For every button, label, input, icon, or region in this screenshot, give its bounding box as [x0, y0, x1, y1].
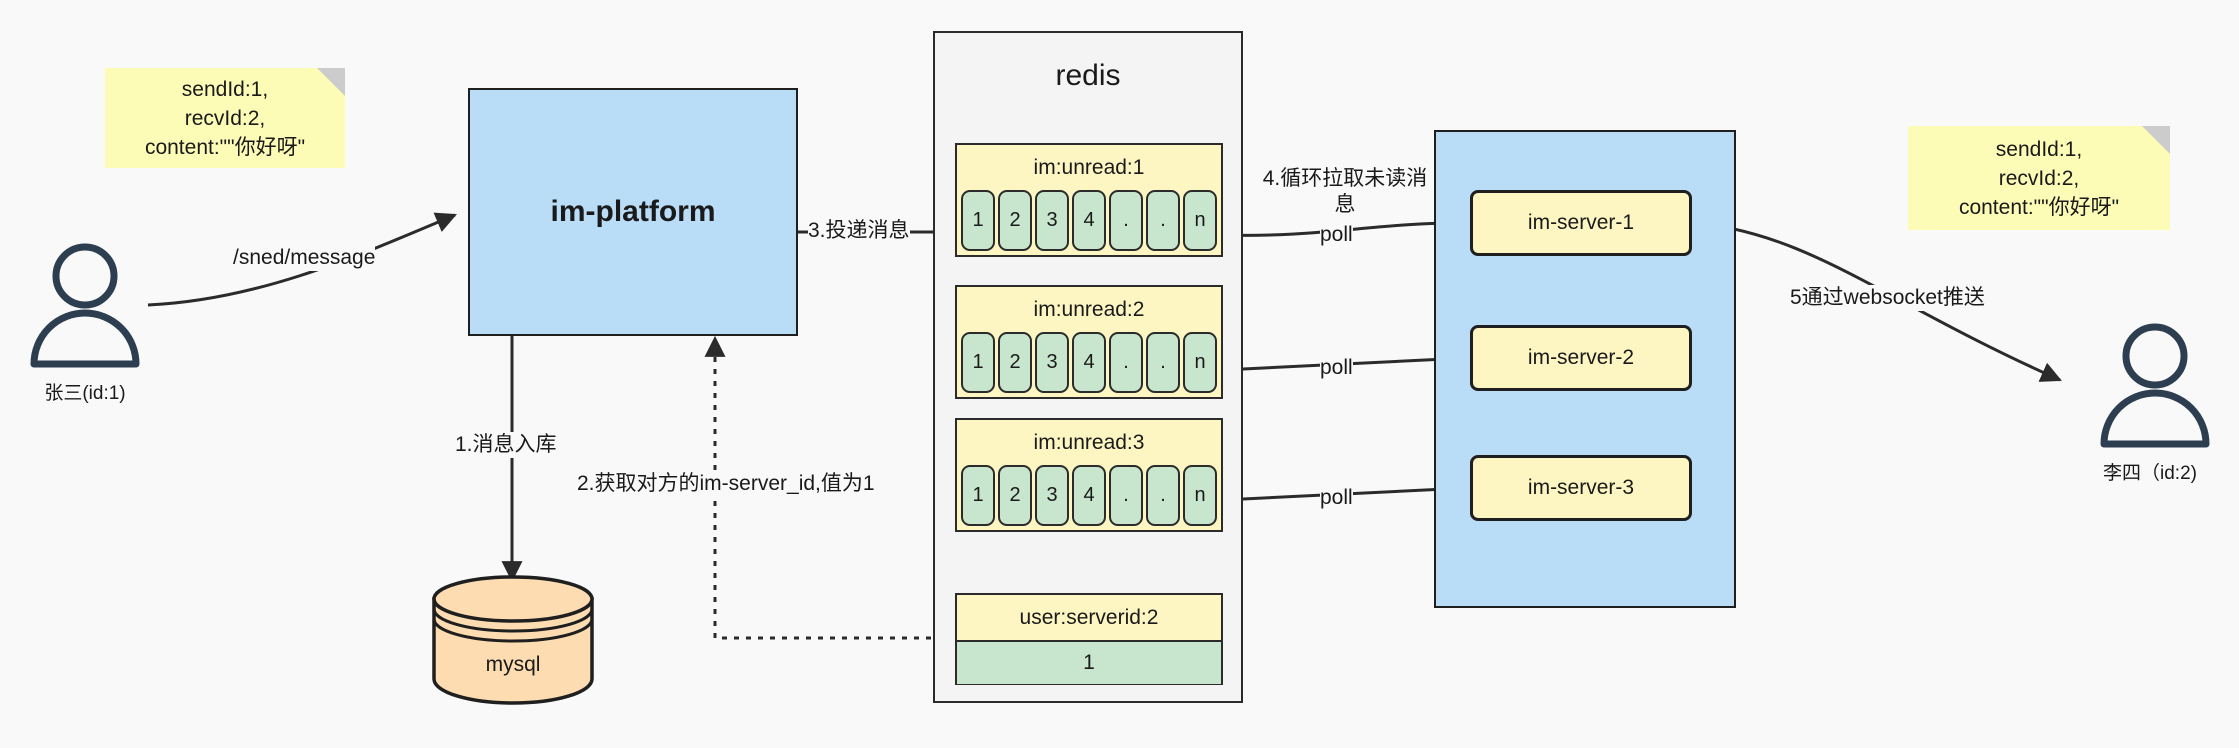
redis-cell[interactable]: 4	[1072, 465, 1106, 526]
redis-cell[interactable]: 4	[1072, 190, 1106, 251]
note-fold-corner	[2142, 126, 2170, 154]
redis-cell[interactable]: n	[1183, 332, 1217, 393]
redis-cell[interactable]: 3	[1035, 465, 1069, 526]
redis-cell[interactable]: 2	[998, 332, 1032, 393]
redis-cell[interactable]: 1	[961, 190, 995, 251]
redis-cell[interactable]: n	[1183, 190, 1217, 251]
actor-receiver-label: 李四（id:2)	[2103, 463, 2197, 484]
edge-label-step1: 1.消息入库	[455, 432, 557, 458]
redis-cell[interactable]: 1	[961, 465, 995, 526]
im-platform-box[interactable]: im-platform	[468, 88, 798, 336]
note-receiver-payload: sendId:1, recvId:2, content:""你好呀"	[1908, 126, 2170, 230]
redis-cell[interactable]: n	[1183, 465, 1217, 526]
redis-key-group-user-serverid[interactable]: user:serverid:2 1	[955, 593, 1223, 685]
redis-key-group-unread-3[interactable]: im:unread:3 1 2 3 4 . . n	[955, 418, 1223, 532]
note-receiver-text: sendId:1, recvId:2, content:""你好呀"	[1958, 137, 2120, 219]
redis-cell[interactable]: 1	[961, 332, 995, 393]
note-sender-text: sendId:1, recvId:2, content:""你好呀"	[144, 77, 306, 159]
im-server-1-label: im-server-1	[1527, 211, 1635, 234]
redis-cell[interactable]: 2	[998, 465, 1032, 526]
im-server-1-box[interactable]: im-server-1	[1470, 190, 1692, 256]
im-server-3-box[interactable]: im-server-3	[1470, 455, 1692, 521]
redis-cell[interactable]: .	[1146, 465, 1180, 526]
person-icon	[2100, 323, 2210, 448]
redis-key-cells: 1 2 3 4 . . n	[957, 465, 1221, 530]
redis-key-name: im:unread:1	[1033, 156, 1145, 179]
person-icon	[30, 243, 140, 368]
redis-title: redis	[1055, 59, 1121, 92]
actor-receiver	[2090, 320, 2220, 450]
mysql-datastore[interactable]: mysql	[428, 575, 598, 705]
redis-cell[interactable]: 3	[1035, 190, 1069, 251]
edge-label-step4: 4.循环拉取未读消 息	[1255, 166, 1435, 218]
redis-cell[interactable]: 2	[998, 190, 1032, 251]
actor-sender	[20, 240, 150, 370]
mysql-label: mysql	[485, 653, 541, 676]
edge-label-poll-1: poll	[1320, 222, 1353, 248]
im-platform-label: im-platform	[550, 195, 716, 228]
redis-key-cells: 1 2 3 4 . . n	[957, 190, 1221, 255]
database-cylinder-icon	[432, 575, 594, 705]
redis-cell[interactable]: .	[1146, 332, 1180, 393]
redis-key-cells: 1 2 3 4 . . n	[957, 332, 1221, 397]
redis-key-group-unread-1[interactable]: im:unread:1 1 2 3 4 . . n	[955, 143, 1223, 257]
im-server-2-label: im-server-2	[1527, 346, 1635, 369]
redis-kv-name: user:serverid:2	[1019, 606, 1159, 629]
redis-cell[interactable]: .	[1146, 190, 1180, 251]
im-server-2-box[interactable]: im-server-2	[1470, 325, 1692, 391]
edge-sender-to-platform	[147, 212, 457, 307]
edge-redis-to-platform-dotted	[704, 335, 955, 640]
im-server-3-label: im-server-3	[1527, 476, 1635, 499]
redis-key-group-unread-2[interactable]: im:unread:2 1 2 3 4 . . n	[955, 285, 1223, 399]
redis-cell[interactable]: .	[1109, 332, 1143, 393]
edge-label-step2: 2.获取对方的im-server_id,值为1	[577, 471, 875, 497]
redis-kv-value[interactable]: 1	[957, 640, 1221, 684]
edge-label-poll-2: poll	[1320, 355, 1353, 381]
edge-label-step5: 5通过websocket推送	[1790, 285, 1985, 311]
redis-cell[interactable]: .	[1109, 190, 1143, 251]
edge-label-poll-3: poll	[1320, 485, 1353, 511]
actor-sender-label: 张三(id:1)	[44, 383, 126, 404]
edge-label-step3: 3.投递消息	[808, 218, 910, 244]
redis-key-name: im:unread:2	[1033, 298, 1145, 321]
note-sender-payload: sendId:1, recvId:2, content:""你好呀"	[105, 68, 345, 168]
redis-cell[interactable]: 4	[1072, 332, 1106, 393]
redis-cell[interactable]: 3	[1035, 332, 1069, 393]
edge-label-send-message: /sned/message	[233, 245, 376, 271]
note-fold-corner	[317, 68, 345, 96]
redis-cell[interactable]: .	[1109, 465, 1143, 526]
redis-key-name: im:unread:3	[1033, 431, 1145, 454]
